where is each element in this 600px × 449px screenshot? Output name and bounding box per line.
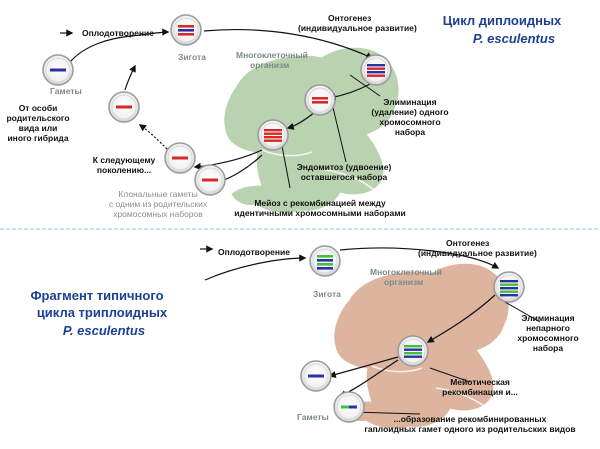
svg-text:Клональные гаметы: Клональные гаметы bbox=[118, 189, 197, 199]
svg-text:К следующему: К следующему bbox=[93, 155, 156, 165]
svg-text:вида или: вида или bbox=[19, 123, 58, 133]
svg-text:поколению...: поколению... bbox=[97, 165, 151, 175]
bottom-title: Фрагмент типичного цикла триплоидных P. … bbox=[30, 288, 167, 338]
svg-text:набора: набора bbox=[533, 343, 563, 353]
svg-text:От особи: От особи bbox=[19, 103, 58, 113]
bottom-fertilization-label: Оплодотворение bbox=[218, 247, 290, 257]
svg-text:(удаление) одного: (удаление) одного bbox=[371, 107, 448, 117]
svg-text:непарного: непарного bbox=[526, 323, 570, 333]
bottom-meiotic-label: Мейотическая рекомбинация и... bbox=[442, 377, 518, 397]
top-panel: Цикл диплоидных P. esculentus Оплодотвор… bbox=[6, 13, 562, 219]
top-clonal-cell bbox=[108, 91, 140, 123]
top-ontogenesis-sub: (индивидуальное развитие) bbox=[298, 23, 417, 33]
top-gamete-cell bbox=[42, 54, 74, 86]
bottom-gametes-label: Гаметы bbox=[297, 412, 329, 422]
top-next-generation-label: К следующему поколению... bbox=[93, 155, 156, 175]
top-title-line1: Цикл диплоидных bbox=[443, 13, 562, 28]
svg-text:Элиминация: Элиминация bbox=[521, 313, 574, 323]
svg-text:родительского: родительского bbox=[6, 113, 69, 123]
svg-text:Фрагмент типичного: Фрагмент типичного bbox=[30, 288, 163, 303]
top-from-parent: От особи родительского вида или иного ги… bbox=[6, 103, 69, 143]
svg-text:набора: набора bbox=[395, 127, 425, 137]
top-organism-sub: организм bbox=[250, 60, 289, 70]
bottom-elimination-label: Элиминация непарного хромосомного набора bbox=[517, 313, 578, 353]
top-ontogenesis-label: Онтогенез bbox=[328, 13, 371, 23]
top-gametes-label: Гаметы bbox=[50, 86, 82, 96]
top-endomitosis-label: Эндомитоз (удвоение) оставшегося набора bbox=[297, 162, 392, 182]
bottom-gamete-1 bbox=[300, 360, 332, 392]
bottom-recombined-label: ...образование рекомбинированных гаплоид… bbox=[364, 414, 575, 434]
bottom-zygote-label: Зигота bbox=[313, 289, 341, 299]
svg-text:хромосомного: хромосомного bbox=[517, 333, 578, 343]
svg-text:хромосомных наборов: хромосомных наборов bbox=[113, 209, 203, 219]
svg-text:рекомбинация и...: рекомбинация и... bbox=[442, 387, 518, 397]
svg-text:хромосомного: хромосомного bbox=[379, 117, 440, 127]
bottom-organism-label: Многоклеточный bbox=[370, 267, 442, 277]
svg-text:цикла триплоидных: цикла триплоидных bbox=[37, 305, 168, 320]
top-meiosis-label: Мейоз с рекомбинацией между идентичными … bbox=[234, 198, 405, 218]
top-cell-endomitosis bbox=[257, 119, 289, 151]
top-clonal-gametes-label: Клональные гаметы с одним из родительски… bbox=[109, 189, 208, 219]
svg-text:Элиминация: Элиминация bbox=[383, 97, 436, 107]
top-zygote-label: Зигота bbox=[178, 52, 206, 62]
bottom-ontogenesis-label: Онтогенез bbox=[446, 238, 489, 248]
svg-text:оставшегося набора: оставшегося набора bbox=[301, 172, 388, 182]
top-fertilization-label: Оплодотворение bbox=[82, 28, 154, 38]
bottom-organism-sub: организм bbox=[384, 277, 423, 287]
svg-text:Мейотическая: Мейотическая bbox=[450, 377, 510, 387]
svg-text:иного гибрида: иного гибрида bbox=[7, 133, 68, 143]
svg-text:гаплоидных гамет одного из род: гаплоидных гамет одного из родительских … bbox=[364, 424, 575, 434]
bottom-zygote-cell bbox=[309, 245, 341, 277]
top-organism-label: Многоклеточный bbox=[236, 50, 308, 60]
top-clonal-gamete-1 bbox=[164, 142, 196, 174]
top-clonal-gamete-2 bbox=[194, 164, 226, 196]
svg-text:с одним из родительских: с одним из родительских bbox=[109, 199, 208, 209]
top-cell-diploid bbox=[360, 54, 392, 86]
svg-text:P. esculentus: P. esculentus bbox=[63, 323, 145, 338]
bottom-cell-meiosis bbox=[397, 335, 429, 367]
svg-text:Эндомитоз (удвоение): Эндомитоз (удвоение) bbox=[297, 162, 392, 172]
top-zygote-cell bbox=[170, 14, 202, 46]
svg-text:...образование рекомбинированн: ...образование рекомбинированных bbox=[394, 414, 547, 424]
bottom-cell-triploid bbox=[493, 271, 525, 303]
svg-text:идентичными хромосомными набор: идентичными хромосомными наборами bbox=[234, 208, 405, 218]
top-cell-eliminated bbox=[304, 84, 336, 116]
svg-text:Мейоз с рекомбинацией между: Мейоз с рекомбинацией между bbox=[254, 198, 386, 208]
bottom-ontogenesis-sub: (индивидуальное развитие) bbox=[418, 248, 537, 258]
bottom-panel: Фрагмент типичного цикла триплоидных P. … bbox=[30, 238, 578, 434]
top-title-species: P. esculentus bbox=[473, 31, 555, 46]
bottom-gamete-2 bbox=[333, 391, 365, 423]
top-elimination-label: Элиминация (удаление) одного хромосомног… bbox=[371, 97, 448, 137]
